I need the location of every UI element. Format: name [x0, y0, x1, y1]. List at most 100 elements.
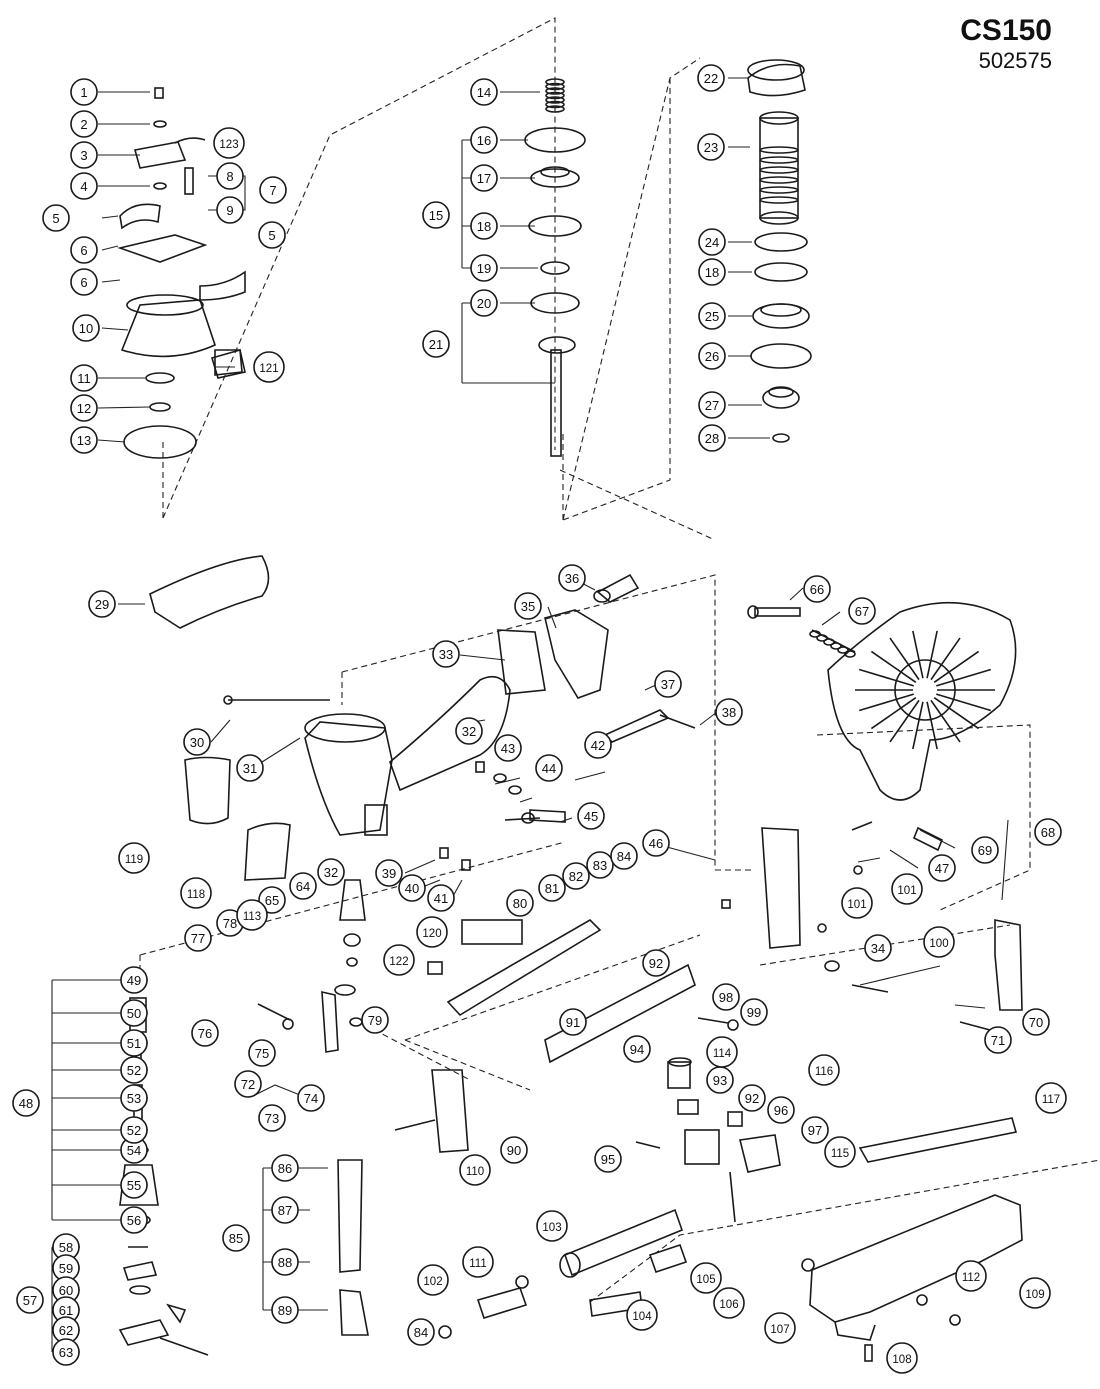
callout-circle — [577, 802, 605, 830]
callout-number: 114 — [713, 1048, 732, 1060]
callout-number: 88 — [278, 1255, 292, 1270]
callout-number: 22 — [704, 71, 718, 86]
callout-number: 5 — [52, 211, 59, 226]
callout-circle — [494, 734, 522, 762]
callout-number: 1 — [80, 85, 87, 100]
callout-circle — [70, 426, 98, 454]
callout-number: 18 — [477, 219, 491, 234]
callout-number: 40 — [405, 881, 419, 896]
callout-39: 39 — [375, 859, 403, 887]
callout-number: 101 — [897, 885, 916, 897]
callout-circle — [432, 640, 460, 668]
callout-circle — [642, 829, 670, 857]
callout-53: 53 — [120, 1084, 148, 1112]
callout-circle — [259, 176, 287, 204]
callout-circle — [289, 872, 317, 900]
callout-84: 84 — [407, 1318, 435, 1346]
callout-number: 50 — [127, 1006, 141, 1021]
callout-number: 25 — [705, 309, 719, 324]
callout-90: 90 — [500, 1136, 528, 1164]
callout-22: 22 — [697, 64, 725, 92]
callout-circle — [455, 717, 483, 745]
callout-circle — [841, 887, 873, 919]
part-number: 502575 — [978, 48, 1052, 73]
callout-circle — [297, 1084, 325, 1112]
callout-75: 75 — [248, 1039, 276, 1067]
callout-82: 82 — [562, 862, 590, 890]
callout-number: 37 — [661, 677, 675, 692]
callout-88: 88 — [271, 1248, 299, 1276]
callout-70: 70 — [1022, 1008, 1050, 1036]
callout-36: 36 — [558, 564, 586, 592]
callout-5: 5 — [42, 204, 70, 232]
callout-number: 76 — [198, 1026, 212, 1041]
callout-number: 66 — [810, 582, 824, 597]
callout-circle — [1034, 818, 1062, 846]
callout-circle — [258, 221, 286, 249]
callout-122: 122 — [383, 944, 415, 976]
callout-circle — [470, 164, 498, 192]
callout-number: 53 — [127, 1091, 141, 1106]
callout-number: 7 — [269, 183, 276, 198]
callout-circle — [383, 944, 415, 976]
callout-103: 103 — [536, 1210, 568, 1242]
callout-81: 81 — [538, 874, 566, 902]
callout-31: 31 — [236, 754, 264, 782]
callout-circle — [271, 1296, 299, 1324]
callout-circle — [1022, 1008, 1050, 1036]
callout-25: 25 — [698, 302, 726, 330]
callout-circle — [470, 289, 498, 317]
callout-circle — [610, 842, 638, 870]
callout-77: 77 — [184, 924, 212, 952]
callout-62: 62 — [52, 1316, 80, 1344]
callout-circle — [698, 424, 726, 452]
callout-37: 37 — [654, 670, 682, 698]
callout-33: 33 — [432, 640, 460, 668]
callout-circle — [562, 862, 590, 890]
callout-111: 111 — [462, 1246, 494, 1278]
callout-6: 6 — [70, 236, 98, 264]
callout-circle — [690, 1262, 722, 1294]
callout-74: 74 — [297, 1084, 325, 1112]
callout-number: 98 — [719, 990, 733, 1005]
callout-circle — [538, 874, 566, 902]
callout-63: 63 — [52, 1338, 80, 1366]
callout-64: 64 — [289, 872, 317, 900]
callout-circle — [70, 236, 98, 264]
callout-1: 1 — [70, 78, 98, 106]
callout-circle — [586, 851, 614, 879]
callout-circle — [536, 1210, 568, 1242]
callout-59: 59 — [52, 1254, 80, 1282]
callout-number: 6 — [80, 275, 87, 290]
callout-circle — [183, 728, 211, 756]
callout-circle — [506, 889, 534, 917]
callout-56: 56 — [120, 1206, 148, 1234]
model-name: CS150 — [960, 14, 1052, 47]
callout-number: 107 — [770, 1324, 789, 1336]
callout-number: 29 — [95, 597, 109, 612]
callout-73: 73 — [258, 1104, 286, 1132]
callout-number: 84 — [414, 1325, 428, 1340]
callout-number: 113 — [243, 911, 261, 923]
callout-number: 100 — [929, 938, 948, 950]
callout-41: 41 — [427, 884, 455, 912]
callout-42: 42 — [584, 731, 612, 759]
callout-number: 117 — [1042, 1094, 1060, 1106]
callout-number: 123 — [219, 139, 238, 151]
callout-circle — [984, 1026, 1012, 1054]
callout-number: 79 — [368, 1013, 382, 1028]
callout-circle — [70, 172, 98, 200]
callout-number: 121 — [259, 363, 278, 375]
callout-circle — [398, 874, 426, 902]
callout-circle — [120, 1084, 148, 1112]
callout-circle — [120, 1116, 148, 1144]
callout-26: 26 — [698, 342, 726, 370]
callout-circle — [558, 564, 586, 592]
callout-21: 21 — [422, 330, 450, 358]
callout-number: 115 — [831, 1148, 849, 1160]
callout-number: 41 — [434, 891, 448, 906]
callout-number: 122 — [389, 956, 408, 968]
callout-number: 94 — [630, 1042, 644, 1057]
callout-number: 81 — [545, 881, 559, 896]
callout-circle — [118, 842, 150, 874]
